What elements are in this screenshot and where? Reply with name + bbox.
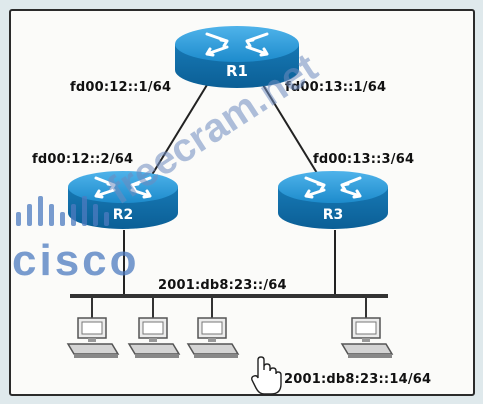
router-r3-icon [278, 171, 388, 229]
cisco-brand-watermark: cisco [12, 236, 140, 285]
r3-to-r1-address: fd00:13::3/64 [313, 152, 415, 167]
pc-icon [186, 317, 240, 358]
r1-to-r2-address: fd00:12::1/64 [70, 80, 172, 95]
link-r1-r2 [149, 79, 211, 179]
link-r1-r3 [259, 79, 321, 179]
hand-cursor-icon [251, 356, 282, 395]
router-r2-label: R2 [112, 207, 134, 223]
cisco-logo-icon [16, 196, 109, 226]
r1-to-r3-address: fd00:13::1/64 [285, 80, 387, 95]
router-r3-label: R3 [322, 207, 344, 223]
router-r1-icon [175, 26, 299, 88]
lan-subnet-label: 2001:db8:23::/64 [158, 278, 287, 293]
router-r1-label: R1 [226, 62, 248, 80]
lan-bus [70, 294, 388, 298]
r2-to-r1-address: fd00:12::2/64 [32, 152, 134, 167]
pc-icon [66, 317, 120, 358]
pc-icon [340, 317, 394, 358]
lan-host-address: 2001:db8:23::14/64 [284, 372, 432, 387]
pc-icon [127, 317, 181, 358]
